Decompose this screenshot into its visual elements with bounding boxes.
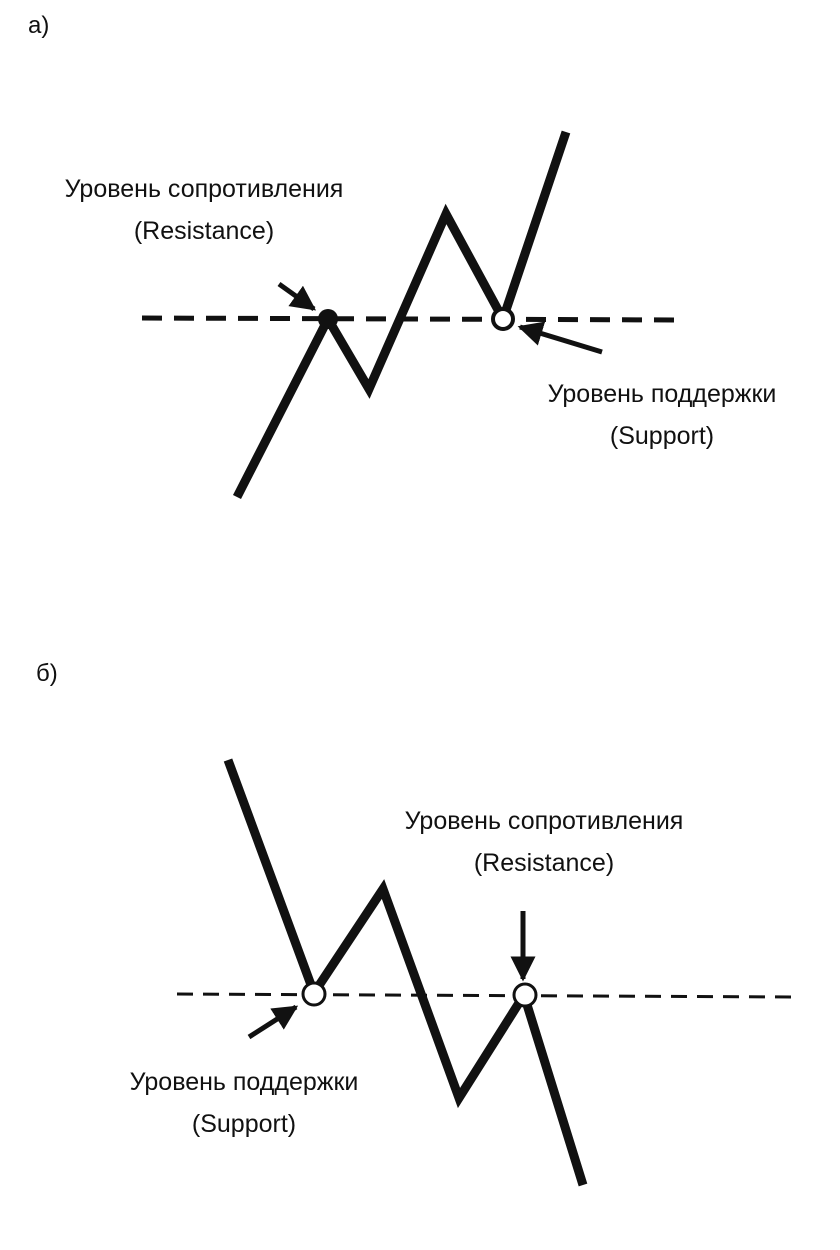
panel-b-support-caption: Уровень поддержки (Support)	[108, 1061, 380, 1145]
panel-a-diagram	[141, 130, 681, 500]
panel-b-label: б)	[36, 660, 58, 687]
panel-b-resistance-caption: Уровень сопротивления (Resistance)	[382, 800, 706, 884]
panel-b-support-title: Уровень поддержки	[129, 1068, 359, 1096]
panel-b-resistance-marker	[512, 982, 538, 1008]
panel-b-diagram	[176, 758, 796, 1187]
panel-b-price-path	[223, 758, 588, 1187]
panel-b-support-marker	[301, 981, 327, 1007]
panel-a-support-caption: Уровень поддержки (Support)	[528, 373, 796, 457]
panel-a-support-arrow	[517, 321, 603, 355]
panel-a-level-line	[141, 315, 681, 323]
panel-b-resistance-subtitle: (Resistance)	[473, 849, 615, 877]
panel-b-resistance-title: Уровень сопротивления	[404, 807, 684, 835]
panel-a-resistance-caption: Уровень сопротивления (Resistance)	[42, 168, 366, 252]
panel-b-support-subtitle: (Support)	[191, 1110, 297, 1138]
panel-a-resistance-marker	[318, 309, 338, 329]
panel-a-support-subtitle: (Support)	[609, 422, 715, 450]
panel-a-resistance-subtitle: (Resistance)	[133, 217, 275, 245]
panel-a-support-marker	[491, 307, 515, 331]
panel-b-level-line	[176, 992, 796, 999]
panel-a-resistance-title: Уровень сопротивления	[64, 175, 344, 203]
panel-b-support-arrow	[247, 1004, 299, 1040]
panel-a-resistance-arrow	[277, 281, 317, 312]
panel-a-label: а)	[28, 12, 50, 39]
panel-a-support-title: Уровень поддержки	[547, 380, 777, 408]
panel-a-price-path	[232, 130, 571, 500]
